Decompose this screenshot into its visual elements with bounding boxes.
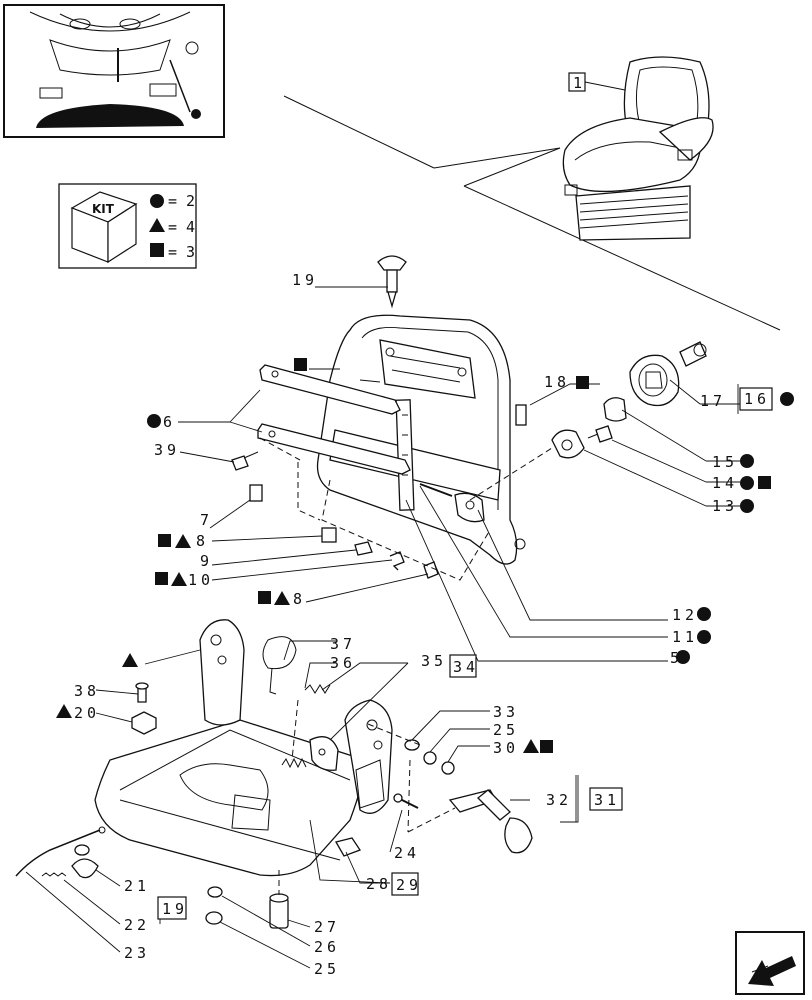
callout-7: 7 — [200, 511, 213, 529]
circle-symbol — [676, 650, 690, 664]
callout-19-bottom: 19 — [162, 900, 188, 918]
callout-23: 23 — [124, 944, 150, 962]
adjuster-knob-parts — [469, 341, 707, 501]
knob-19-top — [377, 255, 407, 309]
parts-27-26-25 — [205, 870, 289, 929]
kit-legend: KIT = 2 = 4 = 3 — [58, 183, 197, 269]
circle-symbol — [740, 476, 754, 490]
kit-triangle-qty: = 4 — [168, 218, 195, 236]
callout-34: 34 — [453, 658, 479, 676]
backrest-frame — [316, 314, 526, 565]
springs — [262, 636, 331, 769]
callout-25b: 25 — [314, 960, 340, 978]
callout-8b: 8 — [293, 590, 306, 608]
callout-26: 26 — [314, 938, 340, 956]
kit-label: KIT — [92, 202, 115, 216]
callout-37: 37 — [330, 635, 356, 653]
callout-5: 5 — [670, 649, 683, 667]
square-symbol — [294, 358, 307, 371]
callout-12: 12 — [672, 606, 698, 624]
triangle-symbol — [149, 218, 165, 232]
parts-21-22-23 — [15, 826, 106, 879]
seat-base-frame — [94, 619, 393, 877]
callout-18: 18 — [544, 373, 570, 391]
bolt-38-nut-20 — [131, 682, 157, 735]
pin-24 — [393, 759, 419, 833]
square-symbol — [540, 740, 553, 753]
triangle-symbol — [175, 534, 191, 548]
callout-10: 10 — [188, 571, 214, 589]
circle-symbol — [697, 607, 711, 621]
callout-19-top: 19 — [292, 271, 318, 289]
callout-8a: 8 — [196, 532, 209, 550]
callout-15: 15 — [712, 453, 738, 471]
tractor-thumbnail — [3, 4, 225, 138]
callout-16: 16 — [744, 390, 770, 408]
callout-30: 30 — [493, 739, 519, 757]
triangle-symbol — [274, 591, 290, 605]
triangle-symbol — [56, 704, 72, 718]
lever-handle-32 — [407, 789, 533, 854]
square-symbol — [155, 572, 168, 585]
callout-17: 17 — [700, 392, 726, 410]
label-tag-18 — [515, 404, 527, 426]
kit-square-qty: = 3 — [168, 243, 195, 261]
callout-1: 1 — [573, 74, 586, 92]
circle-symbol — [740, 499, 754, 513]
square-symbol — [150, 243, 164, 257]
square-symbol — [758, 476, 771, 489]
circle-symbol — [780, 392, 794, 406]
leader-lines — [25, 286, 740, 969]
latch-28 — [335, 837, 361, 857]
callout-27: 27 — [314, 918, 340, 936]
circle-symbol — [147, 414, 161, 428]
callout-11: 11 — [672, 628, 698, 646]
callout-9: 9 — [200, 552, 213, 570]
seat-assembly — [283, 56, 781, 331]
kit-box-icon: KIT — [70, 191, 138, 264]
callout-14: 14 — [712, 474, 738, 492]
callout-31: 31 — [594, 791, 620, 809]
circle-symbol — [740, 454, 754, 468]
bracket-arms — [257, 364, 411, 475]
callout-boxes — [157, 384, 773, 920]
callout-numbers: 19 18 6 39 7 8 9 10 8 17 16 15 14 13 12 … — [74, 271, 770, 978]
navigation-arrow-icon[interactable] — [735, 931, 805, 995]
callout-38: 38 — [74, 682, 100, 700]
circle-symbol — [697, 630, 711, 644]
callout-13: 13 — [712, 497, 738, 515]
callout-24: 24 — [394, 844, 420, 862]
triangle-symbol — [523, 739, 539, 753]
callout-32: 32 — [546, 791, 572, 809]
callout-39: 39 — [154, 441, 180, 459]
callout-22: 22 — [124, 916, 150, 934]
square-symbol — [258, 591, 271, 604]
triangle-symbol — [171, 572, 187, 586]
callout-35: 35 — [421, 652, 447, 670]
callout-28: 28 — [366, 875, 392, 893]
triangle-symbol — [122, 653, 138, 667]
square-symbol — [158, 534, 171, 547]
callout-29: 29 — [396, 876, 422, 894]
circle-symbol — [150, 194, 164, 208]
callout-21: 21 — [124, 877, 150, 895]
callout-25a: 25 — [493, 721, 519, 739]
square-symbol — [576, 376, 589, 389]
callout-20: 20 — [74, 704, 100, 722]
callout-36: 36 — [330, 654, 356, 672]
callout-symbols — [56, 358, 794, 753]
callout-6: 6 — [163, 413, 176, 431]
kit-circle-qty: = 2 — [168, 192, 195, 210]
callout-33: 33 — [493, 703, 519, 721]
